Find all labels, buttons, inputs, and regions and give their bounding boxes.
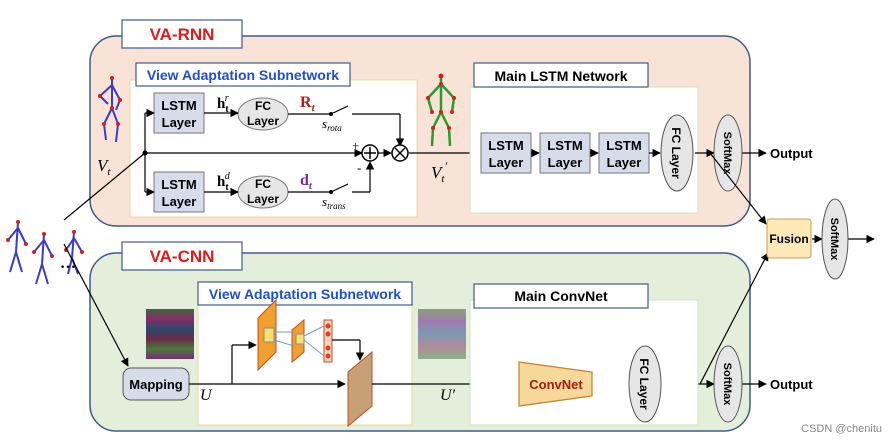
skeleton-aligned-rnn <box>426 76 456 147</box>
skeleton-sequence-joints <box>6 220 84 258</box>
v-t-label: Vt <box>97 156 111 178</box>
skeleton-aligned-rnn-joints <box>426 73 456 130</box>
main-lstm-1 <box>480 132 532 174</box>
rnn-output-label: Output <box>770 146 813 161</box>
skeleton-input-rnn-joints <box>98 76 122 126</box>
main-convnet-title-box <box>473 283 649 309</box>
s-trans-label: strans <box>322 194 346 211</box>
fusion-softmax-label: SoftMax <box>828 218 840 262</box>
s-rota-label: srota <box>322 116 342 133</box>
minus-sign: - <box>357 160 361 175</box>
fusion-box <box>766 218 812 259</box>
cnn-subnet-conv-layers <box>257 298 373 428</box>
v-t-prime-label: Vt′ <box>431 159 447 185</box>
cnn-softmax-label: SoftMax <box>721 363 733 407</box>
mapping-label: Mapping <box>129 377 182 392</box>
cnn-subnet-title: View Adaptation Subnetwork <box>209 286 401 302</box>
main-lstm-title-box <box>473 62 649 88</box>
output-mapped-image <box>418 309 466 359</box>
h-trans-label: htd <box>217 171 231 193</box>
rnn-lstm-trans-label1: LSTM <box>161 177 196 192</box>
main-convnet-title: Main ConvNet <box>514 288 608 304</box>
fusion-softmax <box>821 198 849 280</box>
main-lstm-title: Main LSTM Network <box>494 68 627 84</box>
h-rot-label: htr <box>217 93 229 115</box>
rnn-fc-rot-label1: FC <box>255 99 271 113</box>
cnn-subnet-title-box <box>197 281 413 306</box>
main-lstm-2 <box>539 132 591 174</box>
cnn-softmax <box>713 345 743 423</box>
main-lstm-1-l1: LSTM <box>488 138 523 153</box>
translation-label: dt <box>300 172 313 192</box>
va-rnn-title-box <box>121 19 243 49</box>
input-mapped-image <box>146 309 194 359</box>
u-prime-label: U′ <box>440 387 456 404</box>
main-lstm-3-l2: Layer <box>607 155 642 170</box>
main-lstm-2-l2: Layer <box>548 155 583 170</box>
convnet-label: ConvNet <box>529 377 583 392</box>
rnn-subnet-wiring <box>144 105 481 197</box>
cnn-fc-vertical <box>628 345 662 423</box>
main-lstm-3 <box>598 132 650 174</box>
rnn-subnet-title-box <box>135 62 351 87</box>
skeleton-sequence <box>7 221 83 285</box>
convnet-trapezoid <box>518 361 593 407</box>
plus-sign: + <box>352 138 359 153</box>
rnn-fc-vertical-label: FC Layer <box>669 127 683 179</box>
va-cnn-title-box <box>121 241 243 271</box>
main-lstm-1-l2: Layer <box>489 155 524 170</box>
main-lstm-2-l1: LSTM <box>547 138 582 153</box>
rnn-lstm-rot-label2: Layer <box>162 115 197 130</box>
cnn-output-label: Output <box>770 377 813 392</box>
main-lstm-3-l1: LSTM <box>606 138 641 153</box>
u-label: U <box>200 387 213 404</box>
skeleton-input-rnn <box>99 78 121 143</box>
watermark: CSDN @chenitu <box>801 423 882 435</box>
rnn-softmax <box>713 114 743 192</box>
rnn-fc-vertical <box>660 114 694 192</box>
va-cnn-title: VA-CNN <box>150 247 215 266</box>
rnn-lstm-trans-box <box>153 171 205 213</box>
rnn-lstm-rot-label1: LSTM <box>161 98 196 113</box>
rnn-softmax-label: SoftMax <box>721 132 733 176</box>
main-convnet-box <box>469 299 699 426</box>
rotation-label: Rt <box>300 94 316 114</box>
va-rnn-title: VA-RNN <box>150 25 215 44</box>
cnn-subnet-box <box>197 299 413 426</box>
switch-trans-dot <box>329 190 333 194</box>
rnn-fc-rot-label2: Layer <box>247 114 279 128</box>
rnn-fc-trans-label1: FC <box>255 177 271 191</box>
rnn-subnet-title: View Adaptation Subnetwork <box>147 67 339 83</box>
cnn-fc-vertical-label: FC Layer <box>637 358 651 410</box>
fusion-label: Fusion <box>769 232 808 246</box>
input-wiring <box>63 152 146 367</box>
rnn-lstm-trans-label2: Layer <box>162 194 197 209</box>
rnn-fc-trans-label2: Layer <box>247 192 279 206</box>
switch-rota-dot <box>329 112 333 116</box>
fusion-wiring <box>699 152 875 385</box>
